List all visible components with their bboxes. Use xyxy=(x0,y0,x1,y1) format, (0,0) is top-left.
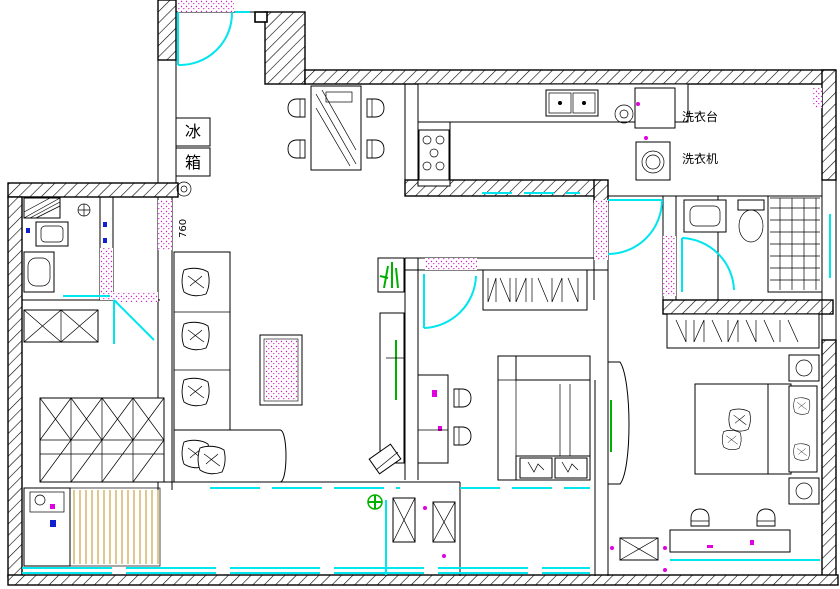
dining-table xyxy=(287,85,385,171)
tv-unit xyxy=(379,312,405,464)
master-desk xyxy=(669,508,791,553)
plant-entrance xyxy=(367,494,383,510)
fridge-label-1: 冰 xyxy=(185,122,201,141)
study-desk xyxy=(417,374,472,464)
rug xyxy=(259,334,303,406)
laundry-sink xyxy=(634,87,676,129)
fridge xyxy=(175,117,211,197)
laundry-sink-label: 洗衣台 xyxy=(682,109,718,124)
wall-infills xyxy=(100,0,822,302)
dimension-label: 760 xyxy=(178,219,189,238)
kitchen-sink xyxy=(545,89,599,117)
exterior-walls xyxy=(7,0,839,586)
balcony-slats xyxy=(23,487,161,567)
plant-living xyxy=(377,257,405,293)
kitchen xyxy=(417,83,689,187)
fridge-label-2: 箱 xyxy=(185,153,201,172)
left-cabinets xyxy=(23,309,165,483)
wardrobe-master xyxy=(666,313,820,349)
washing-machine-label: 洗衣机 xyxy=(682,151,718,166)
entrance-cabinets xyxy=(392,497,456,558)
left-bathroom xyxy=(23,197,107,293)
master-bed xyxy=(694,354,820,505)
right-bathroom xyxy=(683,195,823,293)
tv-bedroom xyxy=(607,361,630,485)
master-cabinet xyxy=(610,537,667,572)
doors xyxy=(63,11,735,344)
sofa xyxy=(173,251,287,483)
center-bed xyxy=(497,355,591,481)
armchair xyxy=(368,443,402,475)
washing-machine xyxy=(635,141,671,181)
wardrobe-center xyxy=(482,269,588,311)
